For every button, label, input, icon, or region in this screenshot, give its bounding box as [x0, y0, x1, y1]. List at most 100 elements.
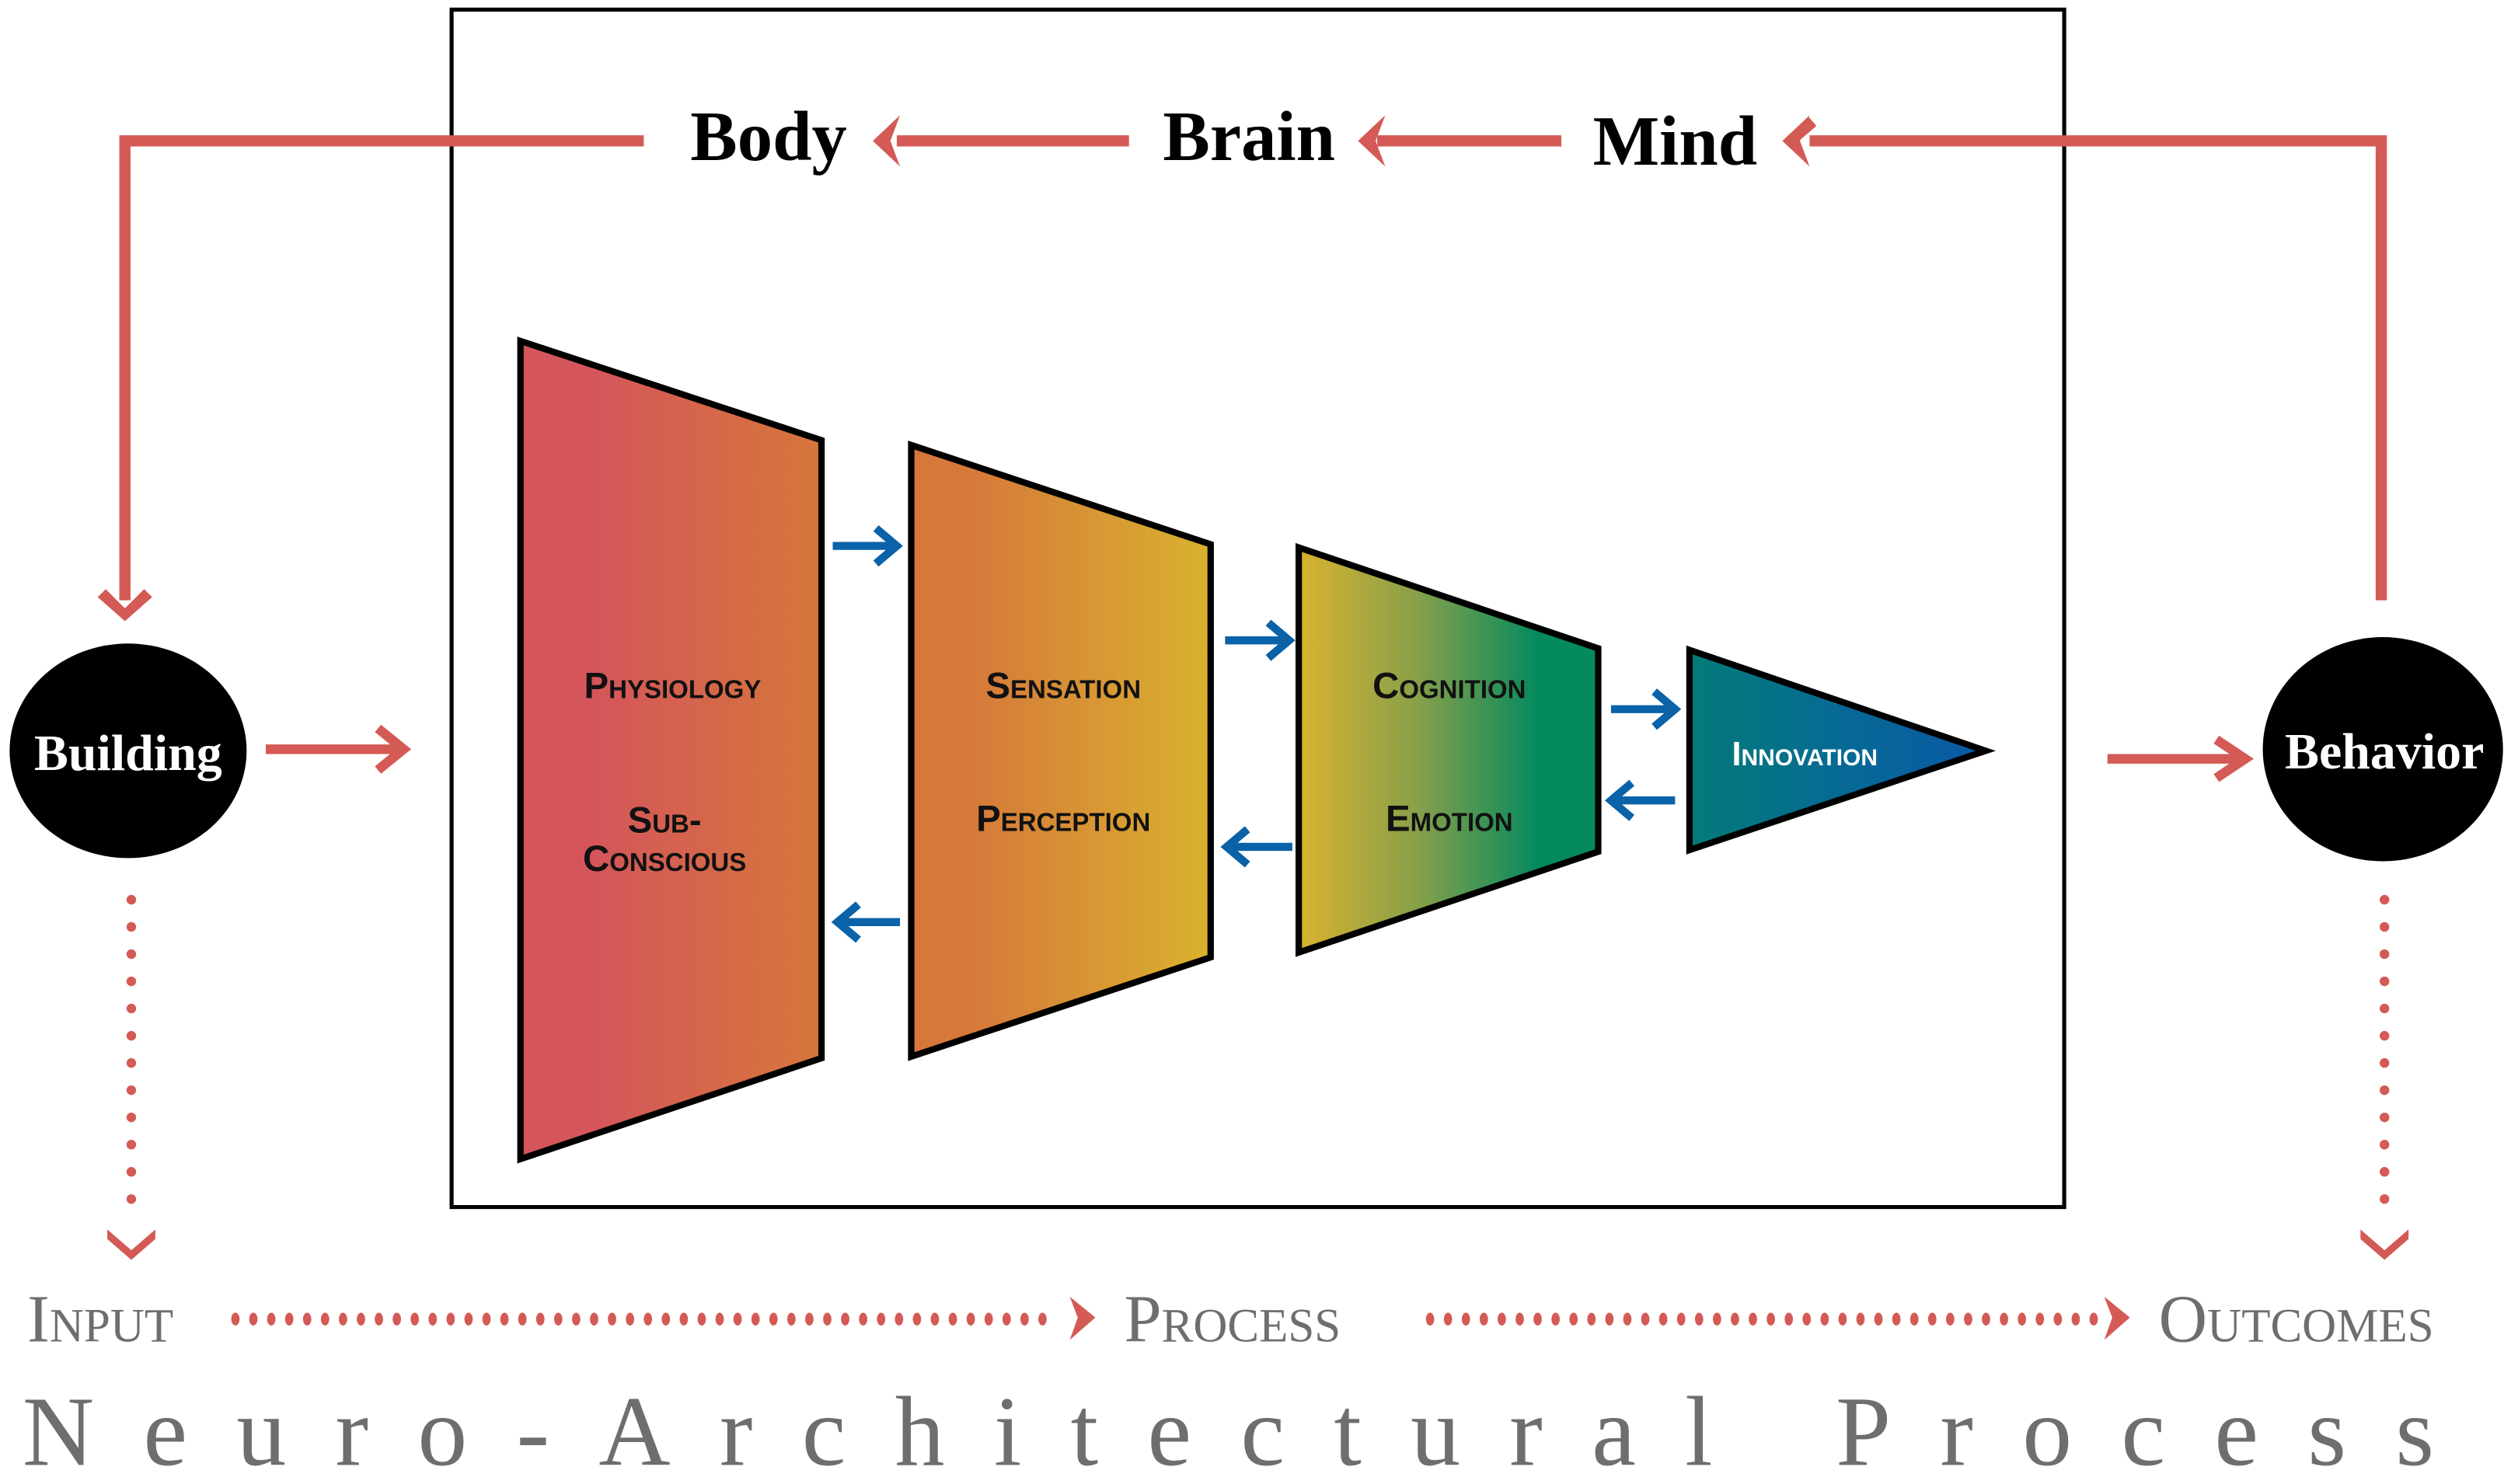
flow-dot — [1020, 1312, 1029, 1326]
arrow-right-icon — [873, 525, 903, 567]
flow-dot — [786, 1312, 796, 1326]
flow-dot — [805, 1312, 814, 1326]
flow-dot — [231, 1312, 240, 1326]
arrow-left-icon — [1604, 779, 1635, 821]
label-mind: Mind — [1593, 102, 1758, 180]
flow-dot — [966, 1312, 975, 1326]
flow-dot — [590, 1312, 598, 1326]
flow-dot — [249, 1312, 258, 1326]
arrow-left-icon — [1782, 115, 1810, 167]
flow-dot — [535, 1312, 545, 1326]
flow-process-label: Process — [1125, 1282, 1341, 1357]
arrow-left-icon — [831, 901, 861, 943]
flow-dot — [2053, 1312, 2063, 1326]
flow-dot — [1623, 1312, 1632, 1326]
stage-physiology — [517, 336, 825, 1164]
flow-dot — [302, 1312, 312, 1326]
arrow-right-icon — [1069, 1296, 1096, 1340]
arrow-right-icon — [375, 724, 412, 774]
flow-dot — [1569, 1312, 1578, 1326]
stage-perception-label: Perception — [976, 798, 1150, 839]
flow-dot — [1533, 1312, 1542, 1326]
flow-dot — [267, 1312, 276, 1326]
flow-dot — [357, 1312, 365, 1326]
stage-sensation-label: Sensation — [985, 665, 1141, 706]
flow-dot — [1802, 1312, 1812, 1326]
flow-dot — [1658, 1312, 1668, 1326]
flow-dot — [2089, 1312, 2098, 1326]
feedback-loop — [119, 117, 2387, 601]
stage-subconscious-label-2: Conscious — [583, 838, 746, 880]
flow-dot — [1002, 1312, 1011, 1326]
flow-dot — [1694, 1312, 1704, 1326]
flow-dot — [912, 1312, 922, 1326]
stage-innovation-label: Innovation — [1732, 736, 1878, 773]
flow-dot — [895, 1312, 904, 1326]
flow-dot — [626, 1312, 634, 1326]
flow-dot — [1784, 1312, 1794, 1326]
flow-dot — [1551, 1312, 1561, 1326]
flow-dot — [1946, 1312, 1955, 1326]
flow-dot — [464, 1312, 473, 1326]
flow-dot — [518, 1312, 527, 1326]
flow-dot — [930, 1312, 940, 1326]
flow-dot — [661, 1312, 671, 1326]
flow-dot — [1731, 1312, 1739, 1326]
flow-dots — [231, 1312, 2098, 1326]
node-behavior-label: Behavior — [2285, 723, 2484, 780]
arrow-down-icon — [2360, 1229, 2409, 1260]
flow-dot — [1838, 1312, 1847, 1326]
flow-dot — [948, 1312, 957, 1326]
label-body: Body — [690, 97, 847, 176]
flow-dot — [1892, 1312, 1901, 1326]
flow-dot — [697, 1312, 706, 1326]
feedback-arrowheads — [97, 115, 1810, 622]
stage-cognition-label: Cognition — [1372, 665, 1526, 706]
flow-dot — [1443, 1312, 1453, 1326]
flow-dot — [1498, 1312, 1506, 1326]
flow-dot — [1909, 1312, 1919, 1326]
stage-physiology-label: Physiology — [584, 665, 762, 706]
flow-dot — [984, 1312, 993, 1326]
flow-dot — [410, 1312, 420, 1326]
diagram-title: Neuro-Architectural Process — [23, 1376, 2488, 1484]
flow-dot — [284, 1312, 294, 1326]
flow-dot — [553, 1312, 563, 1326]
label-brain: Brain — [1163, 97, 1335, 176]
arrow-left-icon — [873, 115, 901, 167]
node-building — [9, 643, 247, 859]
arrow-left-icon — [1220, 826, 1250, 868]
flow-dot — [1461, 1312, 1470, 1326]
flow-dot — [608, 1312, 616, 1326]
flow-dot — [841, 1312, 849, 1326]
flow-dot — [375, 1312, 383, 1326]
dotted-arrows — [107, 894, 2409, 1260]
flow-dot — [769, 1312, 778, 1326]
flow-dot — [482, 1312, 491, 1326]
flow-dot — [1676, 1312, 1686, 1326]
stage-emotion-label: Emotion — [1386, 798, 1513, 839]
process-frame — [449, 7, 2066, 1210]
flow-dot — [1982, 1312, 1990, 1326]
flow-dot — [1605, 1312, 1614, 1326]
flow-dot — [751, 1312, 760, 1326]
flow-dot — [1927, 1312, 1937, 1326]
flow-dot — [2018, 1312, 2027, 1326]
stage-innovation — [1686, 645, 1997, 855]
flow-dot — [715, 1312, 724, 1326]
flow-dot — [679, 1312, 689, 1326]
flow-dot — [2035, 1312, 2045, 1326]
stage-sensation — [908, 441, 1214, 1061]
flow-dot — [320, 1312, 330, 1326]
node-behavior — [2262, 637, 2503, 862]
flow-dot — [1425, 1312, 1435, 1326]
flow-dot — [572, 1312, 581, 1326]
flow-dot — [500, 1312, 509, 1326]
flow-dot — [1587, 1312, 1596, 1326]
flow-dot — [446, 1312, 455, 1326]
flow-dot — [859, 1312, 868, 1326]
arrow-down-icon — [97, 589, 152, 622]
flow-dot — [877, 1312, 886, 1326]
flow-dot — [1749, 1312, 1757, 1326]
stage-cognition — [1296, 542, 1602, 957]
